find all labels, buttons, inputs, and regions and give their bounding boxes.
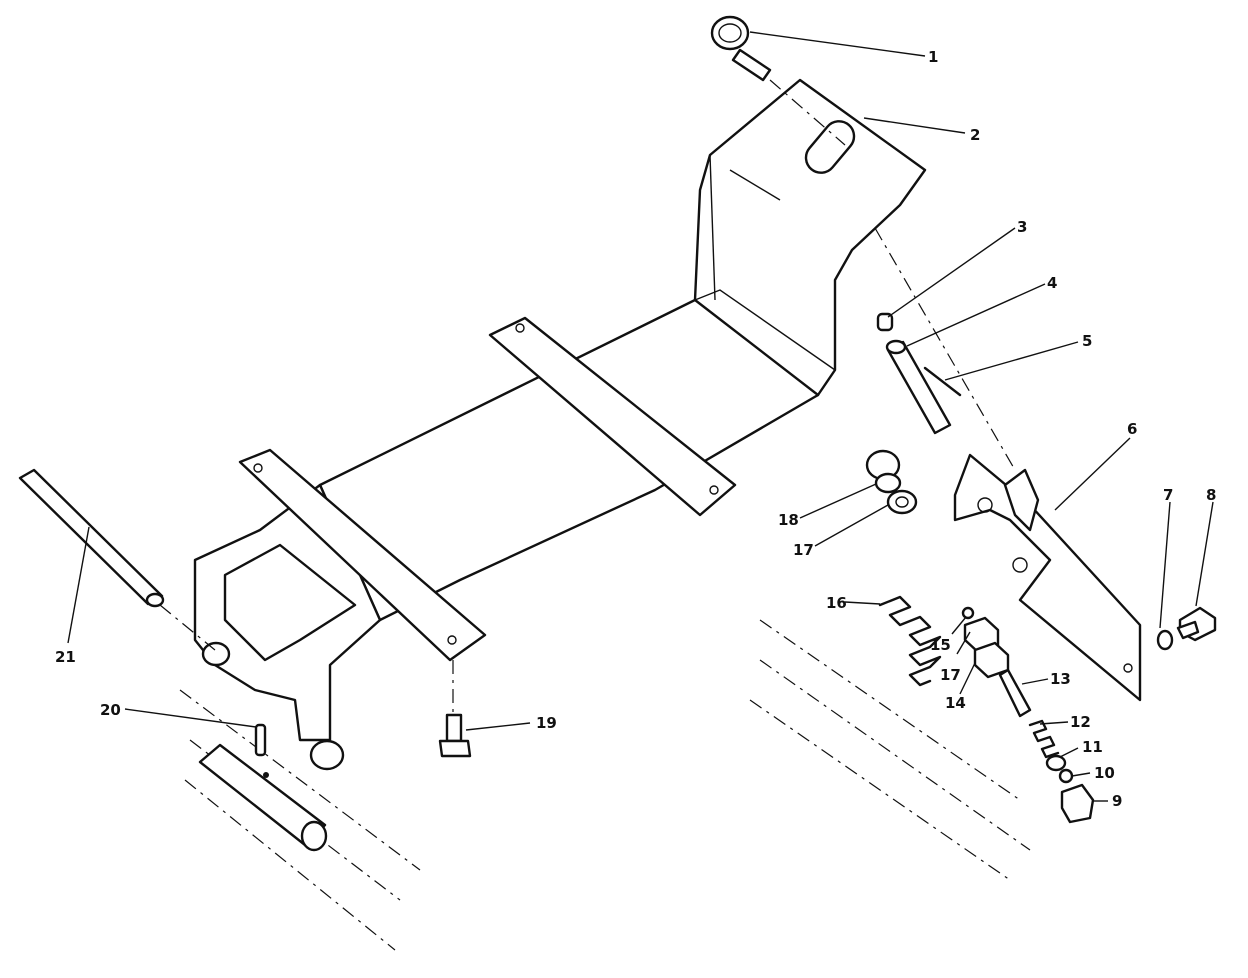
callout-15: 15 [930,636,951,654]
callout-11: 11 [1082,738,1103,756]
callout-13: 13 [1050,670,1071,688]
latch-plate [953,453,1142,702]
callout-19: 19 [536,714,557,732]
pin-assembly [874,227,1016,471]
bolt-19 [438,660,472,758]
callout-6: 6 [1127,420,1137,438]
callout-labels: 1 2 3 4 5 6 7 8 9 10 11 12 13 14 15 16 1… [55,48,1216,810]
callout-12: 12 [1070,713,1091,731]
callout-10: 10 [1094,764,1115,782]
reference-lines [179,619,1031,951]
callout-20: 20 [100,701,121,719]
callout-7: 7 [1163,486,1173,504]
hinge-pins [18,468,328,852]
callout-4: 4 [1047,274,1057,292]
fittings [865,449,1095,824]
callout-8: 8 [1206,486,1216,504]
callout-17-lower: 17 [940,666,961,684]
callout-18: 18 [778,511,799,529]
cross-bars [238,316,737,662]
callout-16: 16 [826,594,847,612]
callout-3: 3 [1017,218,1027,236]
callout-5: 5 [1082,332,1092,350]
callout-2: 2 [970,126,980,144]
bracket-slot [804,120,856,174]
main-bracket [193,78,927,771]
callout-14: 14 [945,694,966,712]
leader-lines [67,31,1214,802]
callout-21: 21 [55,648,76,666]
ring-pin [710,15,846,146]
callout-9: 9 [1112,792,1122,810]
coil-spring [878,595,942,687]
callout-17-upper: 17 [793,541,814,559]
callout-1: 1 [928,48,938,66]
bolt-washer [1156,606,1217,651]
